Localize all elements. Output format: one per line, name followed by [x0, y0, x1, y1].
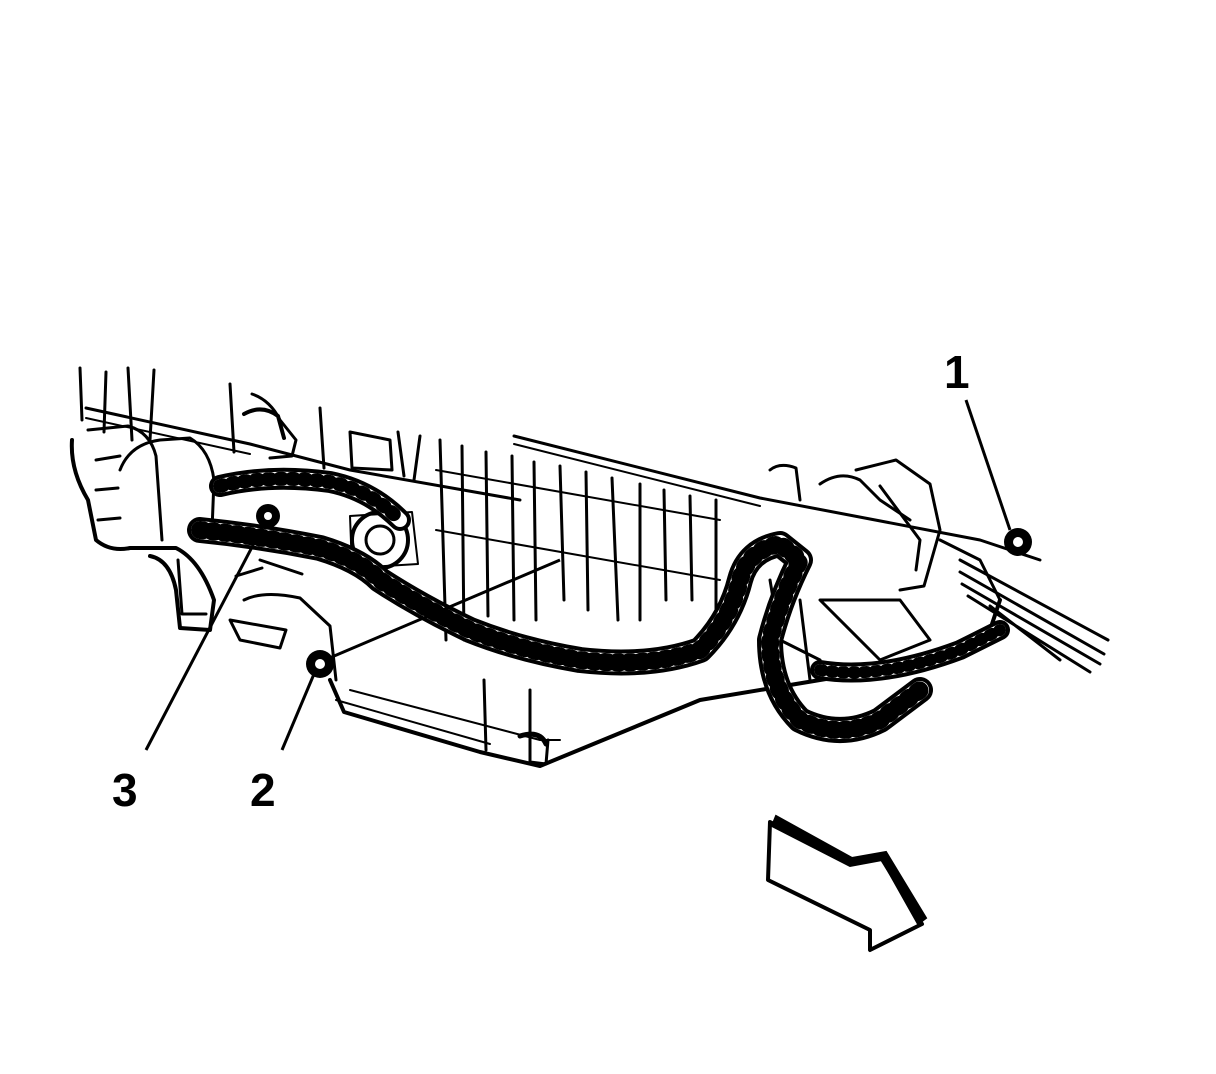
screw-shaft-2 [319, 558, 561, 664]
leader-line-2 [280, 673, 316, 751]
arrow-icon [766, 814, 928, 952]
callout-label-3: 3 [112, 764, 138, 816]
callout-3: 3 [112, 504, 280, 816]
leader-line-1 [964, 399, 1012, 531]
screw-icon [306, 650, 334, 678]
callout-label-2: 2 [250, 764, 276, 816]
callout-2: 2 [250, 558, 561, 816]
leader-line-3 [144, 527, 264, 751]
screw-icon [1004, 528, 1032, 556]
screw-icon [256, 504, 280, 528]
assembly-drawing [69, 366, 1110, 768]
callout-label-1: 1 [944, 346, 970, 398]
callout-1: 1 [944, 346, 1032, 556]
